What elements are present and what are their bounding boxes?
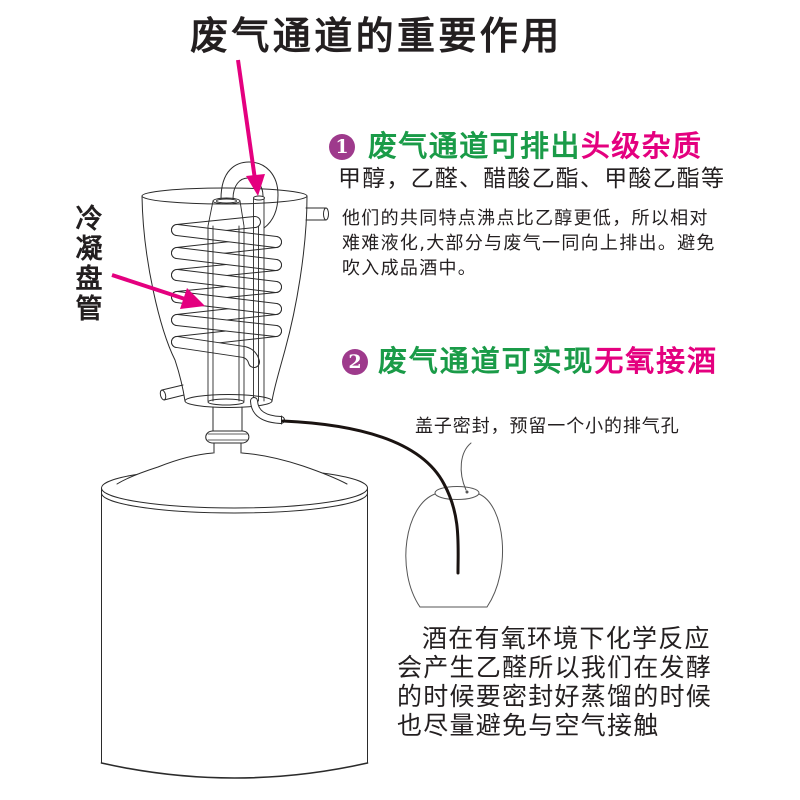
cooling-coil [171, 216, 282, 368]
explanation-line: 吹入成品酒中。 [342, 258, 478, 279]
note-pointer-line [460, 442, 472, 491]
water-port-lower [159, 384, 185, 401]
section1-heading-main: 废气通道可排出 [368, 129, 581, 163]
explanation-line: 会产生乙醛所以我们在发酵 [397, 653, 713, 682]
section2-heading-highlight: 无氧接酒 [594, 344, 718, 378]
arrow-right-icon [111, 273, 205, 309]
explanation-line: 的时候要密封好蒸馏的时候 [397, 682, 713, 711]
receiving-bottle [405, 442, 504, 608]
exhaust-channel-tube [253, 195, 265, 402]
section1-compounds: 甲醇，乙醛、醋酸乙酯、甲酸乙酯等 [338, 166, 726, 192]
arrow-down-icon [236, 59, 265, 196]
section2-heading: 废气通道可实现无氧接酒 [378, 347, 718, 376]
section1-explanation: 他们的共同特点沸点比乙醇更低，所以相对 难难液化,大部分与废气一同向上排出。避免… [342, 206, 716, 281]
central-vapor-tube [207, 197, 245, 402]
dome [117, 453, 347, 484]
explanation-line: 他们的共同特点沸点比乙醇更低，所以相对 [342, 208, 709, 229]
vent-hole [465, 490, 469, 494]
still-pot [100, 452, 369, 779]
section1-heading: 废气通道可排出头级杂质 [368, 132, 702, 161]
explanation-line: 也尽量避免与空气接触 [397, 711, 660, 740]
outlet-tube [250, 397, 285, 425]
hose [281, 419, 460, 575]
coil-label: 冷凝盘管 [75, 204, 103, 325]
water-port-upper [305, 207, 329, 221]
bottle-note: 盖子密封，预留一个小的排气孔 [415, 416, 680, 437]
section2-explanation: 酒在有氧环境下化学反应 会产生乙醛所以我们在发酵 的时候要密封好蒸馏的时候 也尽… [397, 624, 712, 740]
page-title: 废气通道的重要作用 [190, 14, 563, 58]
section1-badge: 1 [329, 134, 355, 160]
explanation-line: 酒在有氧环境下化学反应 [422, 624, 711, 653]
section2-heading-main: 废气通道可实现 [378, 344, 595, 378]
neck-connector [205, 406, 250, 454]
section2-badge: 2 [342, 349, 368, 375]
explanation-line: 难难液化,大部分与废气一同向上排出。避免 [342, 233, 716, 254]
section1-heading-highlight: 头级杂质 [580, 129, 703, 163]
